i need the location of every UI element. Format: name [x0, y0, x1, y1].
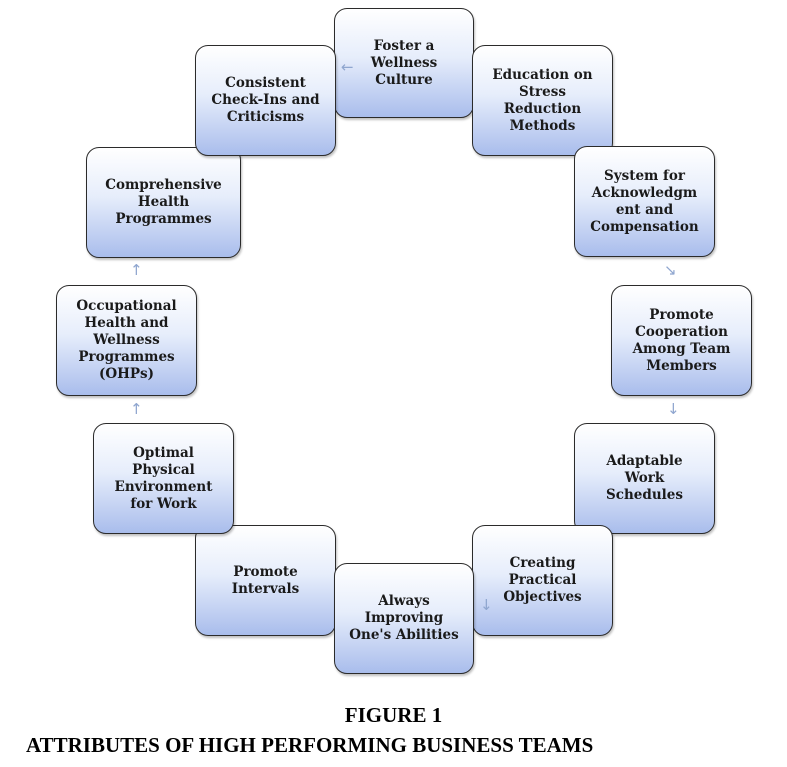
arrow-icon: ↑ [130, 261, 143, 279]
node-label: System for Acknowledgm ent and Compensat… [590, 167, 699, 235]
node-label: Promote Intervals [231, 563, 300, 597]
node-optimal-physical-environment: Optimal Physical Environment for Work [93, 423, 234, 534]
node-label: Creating Practical Objectives [503, 555, 582, 605]
node-acknowledgment-compensation: System for Acknowledgm ent and Compensat… [574, 146, 715, 257]
node-comprehensive-health-programmes: Comprehensive Health Programmes [86, 147, 241, 258]
figure-number: FIGURE 1 [344, 703, 443, 727]
node-adaptable-work-schedules: Adaptable Work Schedules [574, 423, 715, 534]
arrow-icon: ← [341, 58, 354, 76]
node-foster-wellness-culture: Foster a Wellness Culture [334, 8, 474, 118]
arrow-icon: ↘ [664, 261, 677, 279]
arrow-icon: ↑ [130, 400, 143, 418]
node-consistent-checkins: Consistent Check-Ins and Criticisms [195, 45, 336, 156]
node-label: Foster a Wellness Culture [370, 37, 438, 88]
node-label: Consistent Check-Ins and Criticisms [211, 75, 320, 125]
cycle-diagram: Foster a Wellness Culture Education on S… [56, 8, 752, 674]
node-label: Education on Stress Reduction Methods [492, 66, 593, 134]
node-label: Optimal Physical Environment for Work [114, 444, 213, 512]
arrow-icon: ↓ [667, 400, 680, 418]
node-education-stress-reduction: Education on Stress Reduction Methods [472, 45, 613, 156]
node-promote-cooperation: Promote Cooperation Among Team Members [611, 285, 752, 396]
node-label: Comprehensive Health Programmes [105, 177, 222, 227]
node-label: Adaptable Work Schedules [606, 453, 683, 503]
node-creating-practical-objectives: Creating Practical Objectives [472, 525, 613, 636]
figure-title: ATTRIBUTES OF HIGH PERFORMING BUSINESS T… [26, 733, 594, 757]
node-occupational-health-programmes: Occupational Health and Wellness Program… [56, 285, 197, 396]
node-promote-intervals: Promote Intervals [195, 525, 336, 636]
node-label: Promote Cooperation Among Team Members [632, 306, 731, 374]
arrow-icon: ↓ [480, 596, 493, 614]
node-always-improving-abilities: Always Improving One's Abilities [334, 563, 474, 674]
node-label: Occupational Health and Wellness Program… [76, 298, 177, 382]
node-label: Always Improving One's Abilities [349, 593, 459, 643]
